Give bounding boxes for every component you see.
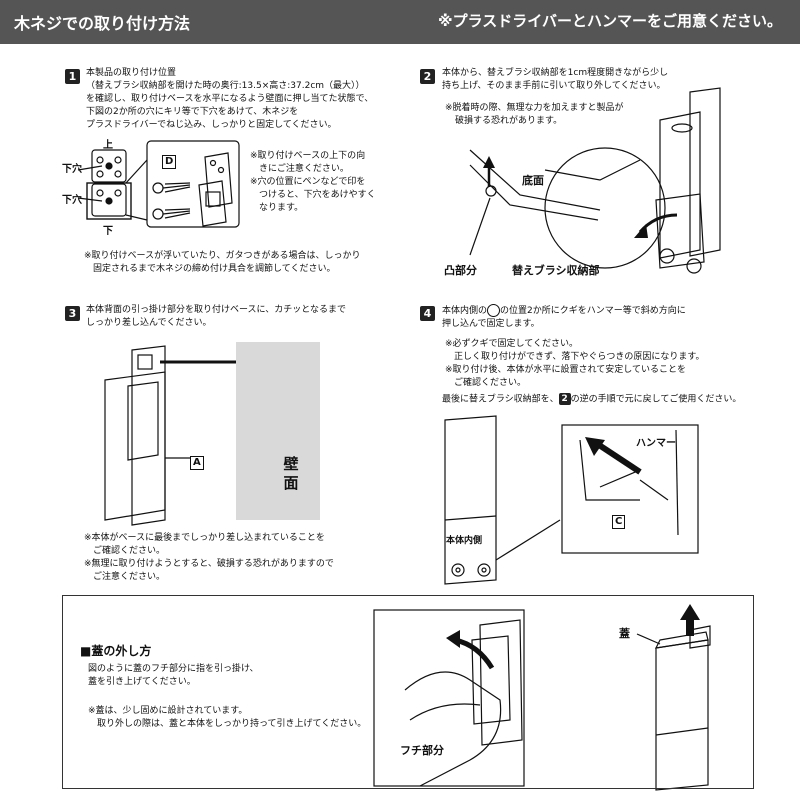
label-pilot-hole-lower: 下穴 bbox=[62, 195, 82, 206]
label-lid: 蓋 bbox=[619, 627, 630, 640]
step1-instructions: 本製品の取り付け位置 （替えブラシ収納部を開けた時の奥行:13.5×高さ:37.… bbox=[86, 68, 374, 130]
label-part-a: A bbox=[190, 456, 204, 470]
lid-instructions: 図のように蓋のフチ部分に指を引っ掛け、 蓋を引き上げてください。 bbox=[88, 664, 259, 687]
lid-section-title: ■蓋の外し方 bbox=[80, 644, 152, 658]
screw-illustration bbox=[152, 182, 191, 220]
label-brush-storage: 替えブラシ収納部 bbox=[512, 264, 600, 277]
base-plate-illustration bbox=[86, 149, 132, 220]
label-bottom-face: 底面 bbox=[522, 174, 544, 187]
step-number-3: 3 bbox=[65, 306, 80, 321]
label-top: 上 bbox=[103, 140, 113, 151]
step-number-4: 4 bbox=[420, 306, 435, 321]
page-title: 木ネジでの取り付け方法 bbox=[14, 14, 191, 33]
tools-notice: ※プラスドライバーとハンマーをご用意ください。 bbox=[438, 12, 782, 30]
step2-note: ※脱着時の際、無理な力を加えますと製品が 破損する恐れがあります。 bbox=[445, 103, 624, 126]
step4-unit-illustration bbox=[444, 415, 699, 585]
label-bottom: 下 bbox=[103, 226, 113, 237]
step3-notes: ※本体がベースに最後までしっかり差し込まれていることを ご確認ください。 ※無理… bbox=[84, 533, 334, 582]
header-bar: 木ネジでの取り付け方法 ※プラスドライバーとハンマーをご用意ください。 bbox=[0, 0, 800, 44]
step4-notes: ※必ずクギで固定してください。 正しく取り付けができず、落下やぐらつきの原因にな… bbox=[445, 339, 705, 388]
step1-bottom-note: ※取り付けベースが浮いていたり、ガタつきがある場合は、しっかり 固定されるまで木… bbox=[84, 251, 361, 274]
zoom-box bbox=[146, 140, 240, 228]
label-pilot-hole-upper: 下穴 bbox=[62, 164, 82, 175]
step3-instructions: 本体背面の引っ掛け部分を取り付けベースに、カチッとなるまで しっかり差し込んでく… bbox=[86, 305, 347, 328]
label-protrusion: 凸部分 bbox=[444, 264, 477, 277]
wall-area bbox=[236, 342, 320, 520]
step-number-2: 2 bbox=[420, 69, 435, 84]
step2-instructions: 本体から、替えブラシ収納部を1cm程度開きながら少し 持ち上げ、そのまま手前に引… bbox=[442, 68, 669, 91]
label-part-c: C bbox=[612, 515, 626, 529]
plate-zoom-illustration bbox=[198, 152, 233, 227]
step1-side-note: ※取り付けベースの上下の向 きにご注意ください。 ※穴の位置にペンなどで印を つ… bbox=[250, 151, 376, 213]
step2-unit-illustration bbox=[469, 87, 721, 274]
label-part-d: D bbox=[162, 155, 177, 169]
lid-notes: ※蓋は、少し固めに設計されています。 取り外しの際は、蓋と本体をしっかり持って引… bbox=[88, 706, 367, 729]
label-hammer: ハンマー bbox=[636, 438, 676, 449]
wall-label: 壁面 bbox=[283, 455, 299, 492]
label-edge-part: フチ部分 bbox=[400, 744, 444, 757]
step4-instructions: 本体内側のの位置2か所にクギをハンマー等で斜め方向に 押し込んで固定します。 bbox=[442, 304, 686, 329]
label-inner-body: 本体内側 bbox=[446, 536, 483, 546]
lid-removal-panel bbox=[62, 595, 754, 789]
step-number-1: 1 bbox=[65, 69, 80, 84]
circle-marker-icon bbox=[487, 304, 501, 317]
